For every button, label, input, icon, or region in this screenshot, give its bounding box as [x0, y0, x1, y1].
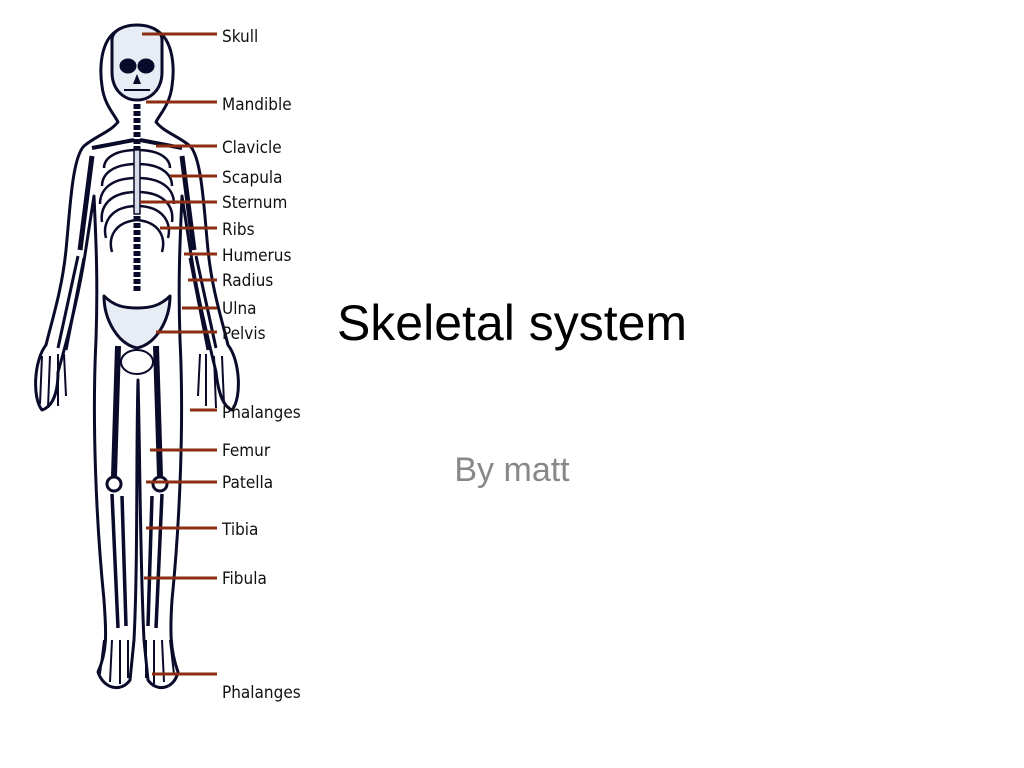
- eye-socket-right: [137, 58, 155, 74]
- leader-lines: [140, 32, 217, 676]
- tibia-fibula-bones: [110, 493, 164, 629]
- label-ulna: Ulna: [222, 299, 257, 319]
- label-tibia: Tibia: [221, 520, 258, 540]
- label-humerus: Humerus: [222, 246, 291, 266]
- label-ribs: Ribs: [222, 220, 255, 240]
- label-fibula: Fibula: [222, 569, 267, 589]
- nasal-cavity: [133, 74, 141, 84]
- label-sternum: Sternum: [222, 193, 287, 213]
- foot-bones: [99, 639, 175, 684]
- slide-subtitle: By matt: [454, 451, 570, 489]
- pelvis-bone: [102, 294, 172, 350]
- label-scapula: Scapula: [222, 168, 283, 188]
- label-phalanges-foot: Phalanges: [222, 683, 301, 703]
- label-phalanges-hand: Phalanges: [222, 403, 301, 423]
- forearm-bones: [56, 255, 218, 351]
- skeleton-diagram: Skull Mandible Clavicle Scapula Sternum …: [34, 23, 301, 703]
- bone-labels: Skull Mandible Clavicle Scapula Sternum …: [221, 27, 301, 703]
- sternum-bone: [133, 149, 141, 215]
- patella-left: [105, 475, 123, 493]
- label-patella: Patella: [222, 473, 273, 493]
- skull-shape: [110, 23, 164, 102]
- label-pelvis: Pelvis: [222, 324, 266, 344]
- femur-bones: [111, 345, 163, 477]
- hand-bones: [39, 353, 225, 409]
- label-skull: Skull: [222, 27, 258, 47]
- slide-title: Skeletal system: [336, 295, 688, 351]
- patella-right: [151, 475, 169, 493]
- pelvic-openings: [120, 349, 154, 375]
- eye-socket-left: [119, 58, 137, 74]
- label-mandible: Mandible: [222, 95, 292, 115]
- skeleton-figure: [34, 23, 240, 689]
- label-clavicle: Clavicle: [222, 138, 282, 158]
- label-femur: Femur: [222, 441, 271, 461]
- label-radius: Radius: [222, 271, 273, 291]
